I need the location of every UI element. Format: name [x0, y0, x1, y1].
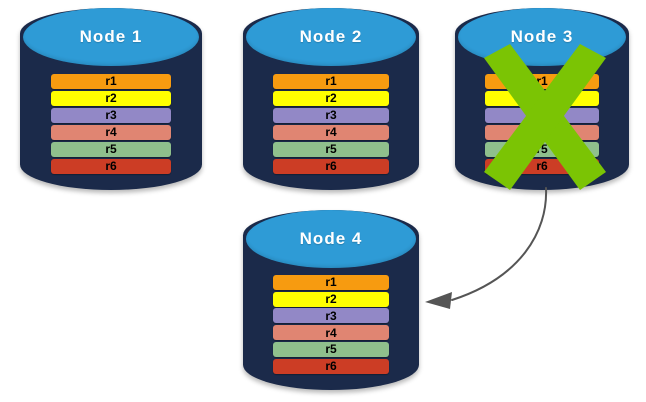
node-4-row-r1[interactable]: r1: [272, 274, 390, 290]
node-2-row-r5[interactable]: r5: [272, 141, 390, 157]
node-2-cylinder-top: [245, 8, 417, 67]
node-2-row-r2[interactable]: r2: [272, 90, 390, 106]
node-1-row-r2[interactable]: r2: [50, 90, 172, 106]
node-3-row-r3[interactable]: r3: [484, 107, 600, 123]
node-2-row-r6[interactable]: r6: [272, 158, 390, 174]
node-4-row-r2[interactable]: r2: [272, 291, 390, 307]
node-2-row-r3[interactable]: r3: [272, 107, 390, 123]
node-4[interactable]: Node 4 r1 r2 r3 r4 r5 r6: [243, 210, 419, 390]
node-3-row-r5[interactable]: r5: [484, 141, 600, 157]
node-1-row-r5[interactable]: r5: [50, 141, 172, 157]
node-3-cylinder-top: [457, 8, 627, 67]
node-3-row-r4[interactable]: r4: [484, 124, 600, 140]
node-4-cylinder-top: [245, 210, 417, 268]
arrow-head-icon: [425, 292, 452, 309]
node-2[interactable]: Node 2 r1 r2 r3 r4 r5 r6: [243, 8, 419, 190]
node-1[interactable]: Node 1 r1 r2 r3 r4 r5 r6: [20, 8, 202, 190]
node-4-row-r6[interactable]: r6: [272, 358, 390, 374]
node-4-row-r3[interactable]: r3: [272, 308, 390, 324]
arrow-curve-path: [451, 187, 548, 301]
node-1-row-r4[interactable]: r4: [50, 124, 172, 140]
node-4-row-r4[interactable]: r4: [272, 325, 390, 341]
node-1-cylinder-top: [22, 8, 200, 67]
node-1-row-r3[interactable]: r3: [50, 107, 172, 123]
node-3-row-r1[interactable]: r1: [484, 73, 600, 89]
node-4-rows: r1 r2 r3 r4 r5 r6: [272, 274, 390, 374]
node-2-row-r4[interactable]: r4: [272, 124, 390, 140]
node-3-row-r6[interactable]: r6: [484, 158, 600, 174]
node-1-row-r6[interactable]: r6: [50, 158, 172, 174]
node-4-row-r5[interactable]: r5: [272, 341, 390, 357]
node-3-rows: r1 r2 r3 r4 r5 r6: [484, 73, 600, 174]
node-2-row-r1[interactable]: r1: [272, 73, 390, 89]
node-2-rows: r1 r2 r3 r4 r5 r6: [272, 73, 390, 174]
node-3[interactable]: Node 3 r1 r2 r3 r4 r5 r6: [455, 8, 629, 190]
node-1-row-r1[interactable]: r1: [50, 73, 172, 89]
node-1-rows: r1 r2 r3 r4 r5 r6: [50, 73, 172, 174]
node-3-row-r2[interactable]: r2: [484, 90, 600, 106]
